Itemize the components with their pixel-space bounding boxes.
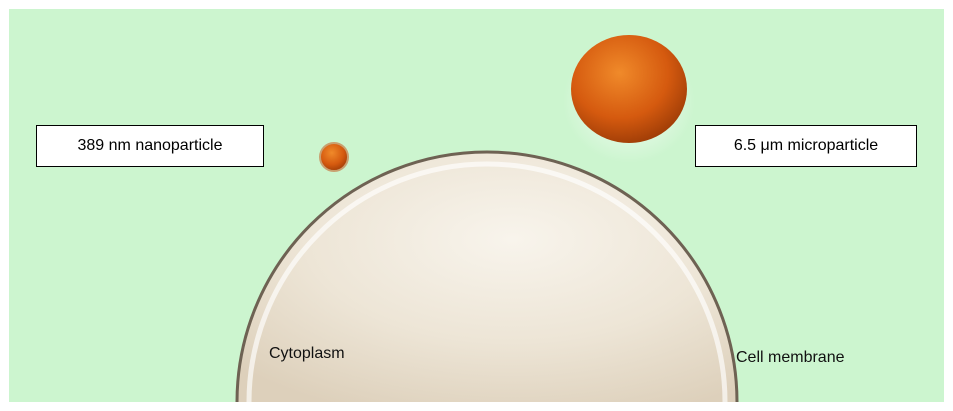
diagram-panel: 389 nm nanoparticle 6.5 μm microparticle… bbox=[9, 9, 944, 402]
cell-membrane-label: Cell membrane bbox=[736, 350, 844, 366]
cytoplasm-label: Cytoplasm bbox=[269, 346, 345, 362]
microparticle-label: 6.5 μm microparticle bbox=[695, 125, 917, 167]
nanoparticle bbox=[320, 143, 348, 171]
nanoparticle-label: 389 nm nanoparticle bbox=[36, 125, 264, 167]
cell-diagram-svg bbox=[9, 9, 944, 402]
microparticle bbox=[571, 35, 687, 143]
